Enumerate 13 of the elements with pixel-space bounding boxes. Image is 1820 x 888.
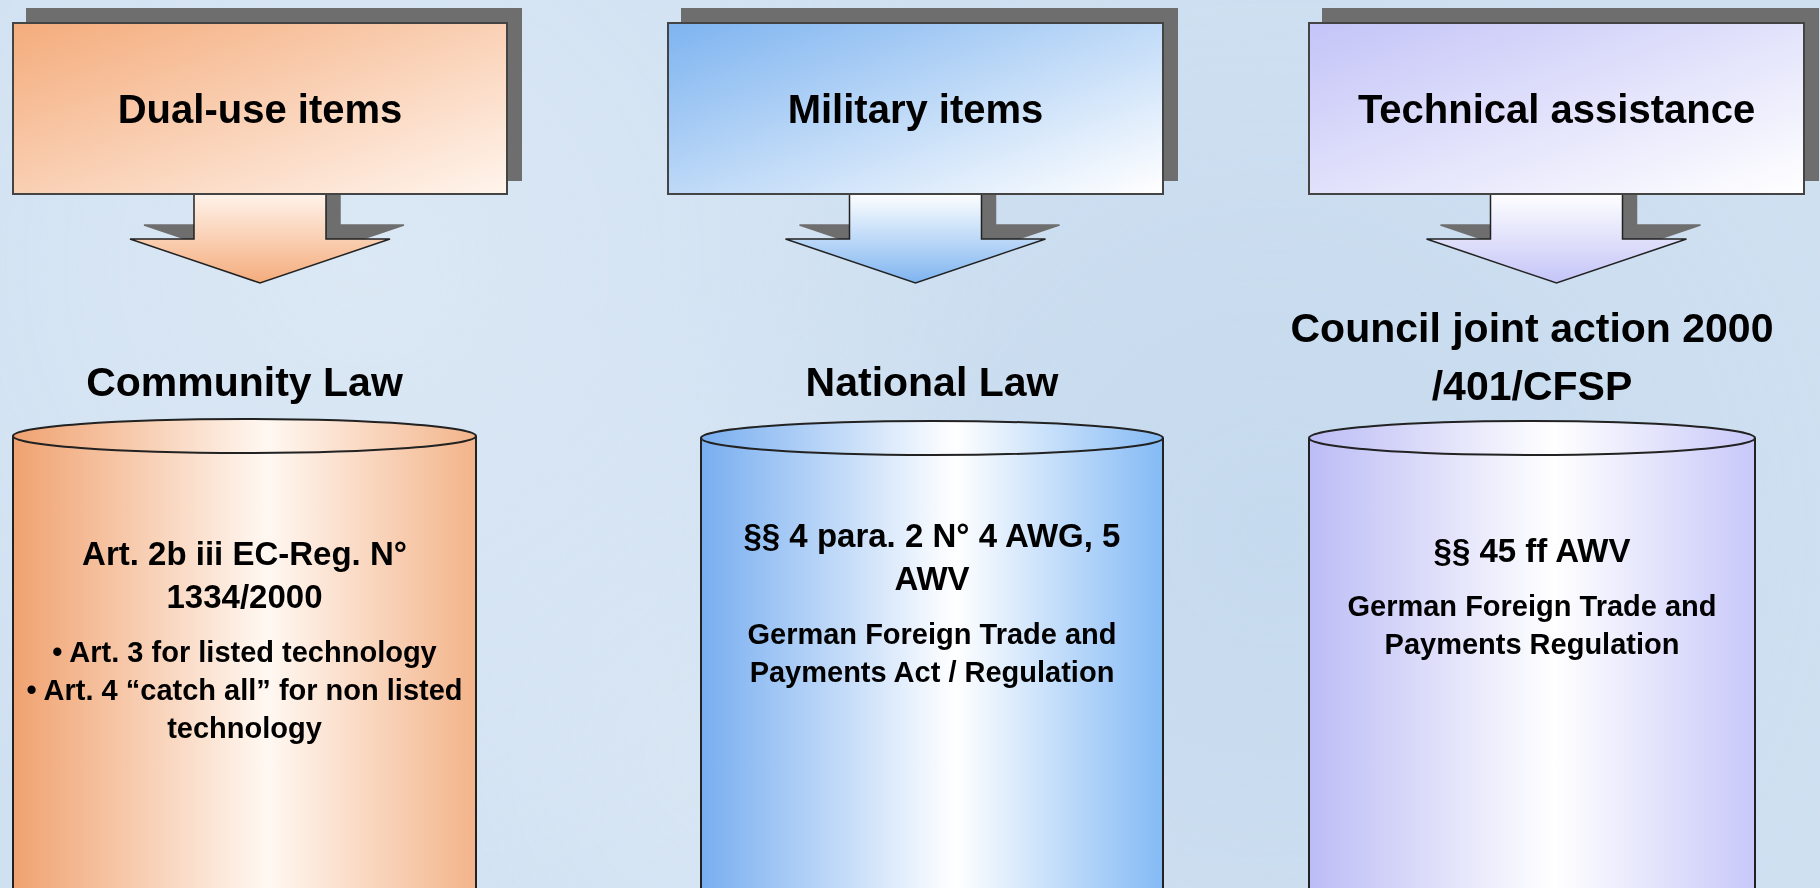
reference-note: • Art. 3 for listed technology (51, 634, 438, 670)
legal-reference: §§ 45 ff AWV (1432, 531, 1632, 571)
reference-note: German Foreign Trade and Payments Act / Regulation (746, 616, 1118, 691)
law-heading: National Law (805, 357, 1059, 407)
law-heading: Council joint action 2000 /401/CFSP (1289, 304, 1775, 411)
law-heading: Community Law (86, 357, 403, 407)
block-arrow (1425, 192, 1688, 284)
legal-reference: §§ 4 para. 2 N° 4 AWG, 5 AWV (742, 516, 1122, 599)
block-arrow (129, 192, 391, 284)
legal-reference: Art. 2b iii EC-Reg. N° 1334/2000 (81, 534, 408, 617)
reference-note: German Foreign Trade and Payments Regulation (1346, 588, 1718, 663)
reference-note: • Art. 4 “catch all” for non listed technology (25, 673, 464, 747)
block-arrow (784, 192, 1047, 284)
